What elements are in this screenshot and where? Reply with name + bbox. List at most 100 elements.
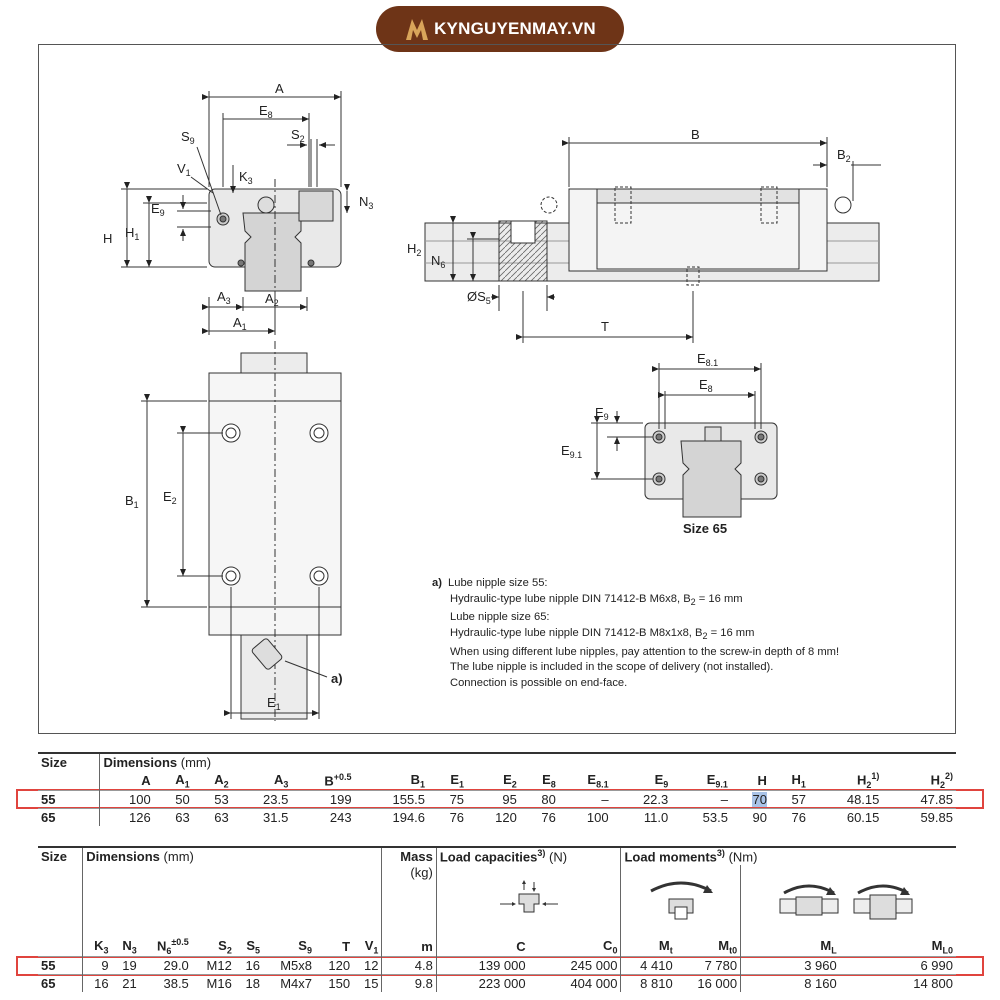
label-S9: S9 [181, 129, 195, 146]
label-E9-size65: E9 [595, 405, 609, 422]
label-E8-size65: E8 [699, 377, 713, 394]
value-cell: 150 [314, 973, 354, 992]
size-cell: 65 [38, 807, 100, 826]
value-cell: – [671, 789, 731, 809]
value-cell: 3 960 [740, 955, 840, 975]
label-S2: S2 [291, 127, 305, 144]
value-cell: 126 [99, 807, 154, 826]
lube-nipple-note: a) Lube nipple size 55: Hydraulic-type lu… [432, 576, 839, 692]
value-cell: 57 [769, 789, 809, 809]
table2-col-header: C0 [603, 937, 618, 956]
value-cell: 19 [111, 955, 140, 975]
label-A3: A3 [217, 289, 231, 306]
table2-col-header: ML0 [931, 937, 953, 956]
dimensions-header: Dimensions [103, 755, 178, 770]
load-capacities-header: Load capacities [439, 849, 538, 865]
logo-text: KYNGUYENMAY.VN [434, 19, 596, 38]
top-view [141, 341, 342, 721]
size-cell: 65 [38, 973, 83, 992]
note-line: Hydraulic-type lube nipple DIN 71412-B M… [450, 627, 703, 640]
table2-col-header: K3 [82, 937, 112, 957]
value-cell: 16 [234, 955, 263, 975]
table2-col-header: S5 [246, 937, 260, 956]
label-E2: E2 [163, 489, 177, 506]
front-view [121, 91, 350, 335]
label-H: H [103, 231, 112, 246]
size-header: Size [41, 755, 68, 770]
value-cell: 80 [519, 789, 559, 809]
value-cell: 7 780 [675, 955, 741, 975]
table1-col-header: E8.1 [587, 771, 609, 790]
value-cell: 75 [428, 789, 468, 809]
value-cell: 53.5 [671, 807, 731, 826]
label-K3: K3 [239, 169, 253, 186]
value-cell: 6 990 [839, 955, 956, 975]
label-E8: E8 [259, 103, 273, 120]
label-A1: A1 [233, 315, 247, 332]
note-label: a) [432, 577, 442, 589]
value-cell: 16 [82, 973, 112, 992]
value-cell: 90 [730, 807, 770, 826]
note-line: Lube nipple size 55: [448, 577, 548, 589]
table1-col-header: E9.1 [706, 771, 728, 790]
note-line: When using different lube nipples, pay a… [450, 645, 840, 658]
value-cell: 60.15 [808, 807, 883, 826]
label-A2: A2 [265, 291, 279, 308]
longitudinal-moment-icons [779, 884, 913, 919]
value-cell: 22.3 [611, 789, 672, 809]
value-cell: 155.5 [354, 789, 429, 809]
value-cell: 50 [153, 789, 193, 809]
value-cell: 243 [291, 807, 355, 826]
value-cell: 8 810 [620, 973, 676, 992]
label-a: a) [331, 671, 343, 686]
label-T: T [601, 319, 609, 334]
value-cell: 100 [99, 789, 154, 809]
label-H2: H2 [407, 241, 421, 258]
label-size65: Size 65 [683, 521, 727, 536]
mass-header: Mass [381, 847, 437, 865]
table1-col-header: B1 [410, 771, 426, 790]
value-cell: 31.5 [231, 807, 292, 826]
table1-col-header: H1 [791, 771, 806, 790]
table1-col-header: E9 [654, 771, 669, 790]
label-E1: E1 [267, 695, 281, 712]
value-cell: 139 000 [435, 955, 529, 975]
table1-col-header: B+0.5 [324, 772, 352, 789]
value-cell: 100 [558, 807, 612, 826]
table1-col-header: H22) [930, 771, 953, 790]
table1-col-header: A3 [273, 771, 289, 790]
value-cell: 199 [291, 789, 355, 809]
value-cell: 47.85 [882, 789, 956, 809]
value-cell: 194.6 [354, 807, 429, 826]
table1-col-header: H21) [856, 771, 880, 790]
value-cell: 63 [153, 807, 193, 826]
load-capacity-icon [499, 879, 558, 912]
label-V1: V1 [177, 161, 191, 178]
note-line: Hydraulic-type lube nipple DIN 71412-B M… [450, 592, 691, 605]
load-moments-header: Load moments [624, 849, 717, 865]
value-cell: 12 [353, 955, 382, 975]
value-cell: 223 000 [435, 973, 529, 992]
table2-col-header: N6±0.5 [156, 937, 189, 956]
dimension-labels: A E8 S9 S2 V1 K3 N3 E9 H H1 A3 A2 A1 B B… [103, 81, 851, 712]
table1-col-header: E8 [542, 771, 556, 790]
dimensions-table-2: Size Dimensions (mm) Mass Load capacitie… [38, 846, 956, 992]
value-cell: 16 000 [675, 973, 741, 992]
value-cell: 11.0 [611, 807, 672, 826]
value-cell: 18 [234, 973, 263, 992]
table2-col-header: ML [740, 937, 840, 957]
value-cell: 9 [82, 955, 112, 975]
drawing-canvas: A E8 S9 S2 V1 K3 N3 E9 H H1 A3 A2 A1 B B… [103, 81, 881, 721]
value-cell: – [558, 789, 612, 809]
label-B2: B2 [837, 147, 851, 164]
note-line: Connection is possible on end-face. [450, 677, 628, 690]
label-E9: E9 [151, 201, 165, 218]
table2-col-header: T [342, 938, 351, 954]
value-cell: 8 160 [740, 973, 840, 992]
value-cell: 48.15 [808, 789, 883, 809]
value-cell: M4x7 [263, 973, 315, 992]
